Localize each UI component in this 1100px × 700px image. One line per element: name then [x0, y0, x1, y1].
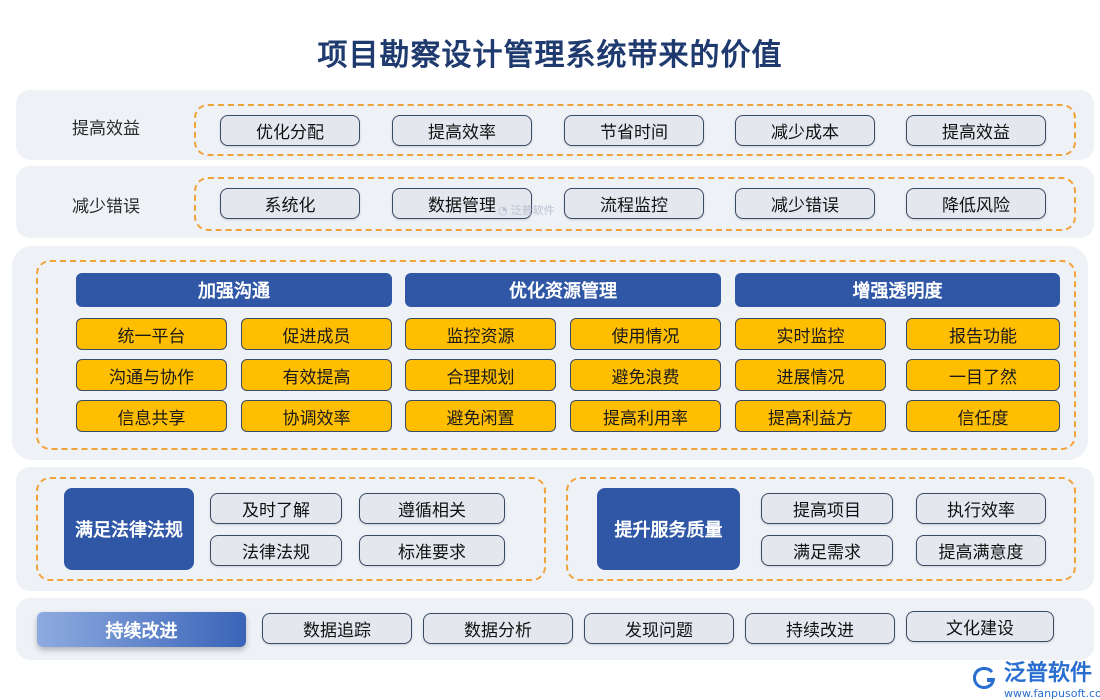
page-title: 项目勘察设计管理系统带来的价值 — [317, 38, 783, 73]
transparency-item: 实时监控 — [735, 318, 886, 350]
compliance-item: 法律法规 — [210, 535, 342, 566]
benefit-item: 减少成本 — [735, 115, 875, 146]
watermark-icon: ◔ — [498, 203, 508, 217]
improve-item: 发现问题 — [584, 613, 734, 644]
group-header-resources: 优化资源管理 — [405, 273, 721, 307]
error-item: 减少错误 — [735, 188, 875, 219]
improve-item: 数据分析 — [423, 613, 573, 644]
communication-item: 促进成员 — [241, 318, 392, 350]
compliance-dashed-box — [36, 477, 546, 581]
resource-item: 避免闲置 — [405, 400, 556, 432]
benefit-item: 优化分配 — [220, 115, 360, 146]
brand-logo: 泛普软件 www.fanpusoft.com — [970, 655, 1100, 700]
communication-item: 有效提高 — [241, 359, 392, 391]
error-item: 系统化 — [220, 188, 360, 219]
error-item: 数据管理 — [392, 188, 532, 219]
error-item: 流程监控 — [564, 188, 704, 219]
communication-item: 统一平台 — [76, 318, 227, 350]
service-item: 执行效率 — [916, 493, 1046, 524]
transparency-item: 提高利益方 — [735, 400, 886, 432]
resource-item: 避免浪费 — [570, 359, 721, 391]
improve-item: 文化建设 — [906, 611, 1054, 642]
group-header-transparency: 增强透明度 — [735, 273, 1060, 307]
service-label: 提升服务质量 — [597, 488, 740, 570]
transparency-item: 报告功能 — [906, 318, 1060, 350]
communication-item: 信息共享 — [76, 400, 227, 432]
resource-item: 提高利用率 — [570, 400, 721, 432]
benefit-label: 提高效益 — [72, 119, 140, 139]
service-item: 满足需求 — [761, 535, 893, 566]
watermark-text: 泛普软件 — [510, 204, 555, 217]
resource-item: 合理规划 — [405, 359, 556, 391]
communication-item: 沟通与协作 — [76, 359, 227, 391]
benefit-item: 提高效益 — [906, 115, 1046, 146]
transparency-item: 进展情况 — [735, 359, 886, 391]
watermark: ◔ 泛普软件 — [498, 202, 555, 218]
resource-item: 监控资源 — [405, 318, 556, 350]
improve-label: 持续改进 — [37, 612, 246, 647]
error-label: 减少错误 — [72, 197, 140, 217]
center-dashed-box — [36, 260, 1076, 450]
brand-logo-icon — [973, 666, 995, 689]
improve-item: 持续改进 — [745, 613, 895, 644]
benefit-item: 节省时间 — [564, 115, 704, 146]
benefit-item: 提高效率 — [392, 115, 532, 146]
transparency-item: 一目了然 — [906, 359, 1060, 391]
transparency-item: 信任度 — [906, 400, 1060, 432]
service-item: 提高项目 — [761, 493, 893, 524]
resource-item: 使用情况 — [570, 318, 721, 350]
compliance-item: 标准要求 — [359, 535, 505, 566]
brand-name: 泛普软件 — [1004, 661, 1093, 686]
brand-url: www.fanpusoft.com — [1004, 687, 1100, 700]
communication-item: 协调效率 — [241, 400, 392, 432]
group-header-communication: 加强沟通 — [76, 273, 392, 307]
improve-item: 数据追踪 — [262, 613, 412, 644]
error-item: 降低风险 — [906, 188, 1046, 219]
error-dashed-box — [194, 177, 1076, 231]
benefit-dashed-box — [194, 104, 1076, 156]
service-dashed-box — [566, 477, 1076, 581]
compliance-item: 及时了解 — [210, 493, 342, 524]
compliance-item: 遵循相关 — [359, 493, 505, 524]
service-item: 提高满意度 — [916, 535, 1046, 566]
quality-panel — [16, 467, 1094, 591]
compliance-label: 满足法律法规 — [64, 488, 194, 570]
